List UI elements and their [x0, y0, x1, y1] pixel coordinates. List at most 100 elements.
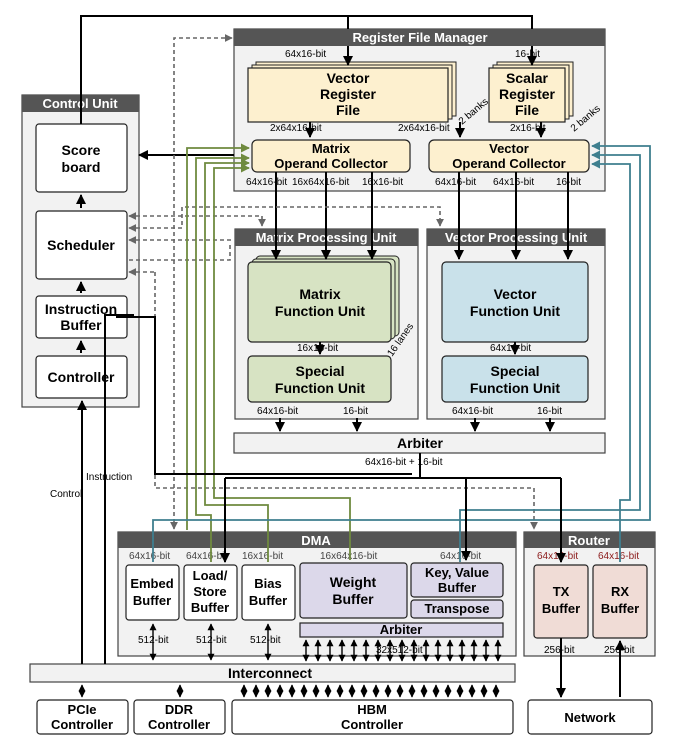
embed-label-1: Embed — [130, 576, 173, 591]
dma-arbiter-label: Arbiter — [380, 622, 423, 637]
mfu-label-1: Matrix — [299, 286, 340, 302]
transpose-label: Transpose — [424, 601, 489, 616]
hbm-label-2: Controller — [341, 717, 403, 732]
router: Router 64x16-bit 64x16-bit TX Buffer RX … — [523, 531, 656, 657]
tx-label-1: TX — [553, 584, 570, 599]
dma-arbiter-bus — [302, 639, 502, 662]
voc-out-1: 64x16-bit — [435, 177, 476, 188]
pcie-label-1: PCIe — [68, 702, 97, 717]
scalar-out-label: 2x16-bit — [510, 123, 546, 134]
ddr-label-1: DDR — [165, 702, 194, 717]
vrf-label-1: Vector — [327, 70, 370, 86]
control-unit: Control Unit Score board Scheduler Instr… — [21, 94, 140, 408]
mfu-label-2: Function Unit — [275, 303, 366, 319]
embed-label-2: Buffer — [133, 593, 171, 608]
matrix-operand-collector-box — [251, 139, 411, 173]
bias-bus-label: 512-bit — [250, 635, 281, 646]
arbiter-output-wires — [220, 453, 566, 563]
moc-out-2: 16x64x16-bit — [292, 177, 349, 188]
scheduler-label: Scheduler — [47, 237, 115, 253]
instruction-buffer-label-1: Instruction — [45, 301, 117, 317]
router-network-wires — [556, 638, 625, 698]
msfu-label-2: Function Unit — [275, 380, 366, 396]
transpose-box — [410, 599, 504, 619]
vpu-out-left: 64x16-bit — [452, 406, 493, 417]
dma-arbiter-box — [299, 622, 504, 638]
vector-sfu-box — [441, 355, 589, 403]
network-label: Network — [564, 710, 616, 725]
tx-label-2: Buffer — [542, 601, 580, 616]
scoreboard-label-1: Score — [62, 142, 101, 158]
tx-out-label: 256-bit — [544, 645, 575, 656]
hbm-controller-box — [231, 699, 514, 735]
moc-label-2: Operand Collector — [274, 156, 387, 171]
scalar-register-file-box — [488, 67, 566, 123]
vsfu-label-1: Special — [490, 363, 539, 379]
vrf-width-label: 64x16-bit — [285, 49, 326, 60]
vector-processing-unit: Vector Processing Unit Vector Function U… — [426, 228, 606, 420]
moc-label-1: Matrix — [312, 141, 351, 156]
msfu-label-1: Special — [295, 363, 344, 379]
vrf-label-2: Register — [320, 86, 377, 102]
matrix-processing-unit: Matrix Processing Unit Matrix Function U… — [234, 228, 419, 420]
rx-width: 64x16-bit — [598, 551, 639, 562]
vector-register-file-box — [247, 67, 449, 123]
pcie-controller-box — [36, 699, 129, 735]
weight-bus-label: 32x512-bit — [376, 645, 423, 656]
scoreboard-box — [35, 123, 128, 193]
weight-width: 16x64x16-bit — [320, 551, 377, 562]
embed-buffer-box — [125, 564, 180, 621]
srf-label-1: Scalar — [506, 70, 549, 86]
voc-label-2: Operand Collector — [452, 156, 565, 171]
voc-label-1: Vector — [489, 141, 529, 156]
srf-width-label: 16-bit — [515, 49, 540, 60]
moc-out-3: 16x16-bit — [362, 177, 403, 188]
voc-in-label: 2x64x16-bit — [398, 123, 450, 134]
bias-width: 16x16-bit — [242, 551, 283, 562]
key-value-buffer-box — [410, 562, 504, 598]
vpu-out-right: 16-bit — [537, 406, 562, 417]
kv-label-2: Buffer — [438, 580, 476, 595]
vfu-label-1: Vector — [494, 286, 537, 302]
instruction-signal-label: Instruction — [86, 472, 132, 483]
ddr-controller-box — [133, 699, 226, 735]
vector-function-unit-box — [441, 261, 589, 343]
moc-in-label: 2x64x16-bit — [270, 123, 322, 134]
bias-label-1: Bias — [254, 576, 281, 591]
vfu-out-label: 64x16-bit — [490, 343, 531, 354]
control-signal-label: Control — [50, 489, 82, 500]
embed-width: 64x16-bit — [129, 551, 170, 562]
hbm-label-1: HBM — [357, 702, 387, 717]
control-instruction-wires: Control Instruction — [50, 314, 412, 664]
router-title: Router — [568, 533, 610, 548]
matrix-function-unit-box — [247, 261, 392, 343]
srf-label-3: File — [515, 102, 539, 118]
weight-label-1: Weight — [330, 574, 377, 590]
arbiter: Arbiter 64x16-bit + 16-bit — [233, 418, 606, 468]
mpu-out-right: 16-bit — [343, 406, 368, 417]
srf-label-2: Register — [499, 86, 556, 102]
hbm-bus — [240, 684, 500, 698]
interconnect: Interconnect — [29, 663, 516, 683]
ls-label-2: Store — [193, 584, 226, 599]
interconnect-box — [29, 663, 516, 683]
rx-label-2: Buffer — [601, 601, 639, 616]
pcie-label-2: Controller — [51, 717, 113, 732]
weight-buffer-box — [299, 562, 408, 619]
vsfu-label-2: Function Unit — [470, 380, 561, 396]
green-dma-to-moc — [186, 143, 351, 562]
teal-to-voc — [152, 141, 651, 562]
tx-width: 64x16-bit — [537, 551, 578, 562]
scoreboard-label-2: board — [62, 159, 101, 175]
network-box — [527, 699, 653, 735]
interconnect-label: Interconnect — [228, 665, 312, 681]
dma: DMA 64x16-bit 64x16-bit 16x16-bit 16x64x… — [117, 531, 517, 661]
matrix-sfu-box — [247, 355, 392, 403]
scheduler-box — [35, 210, 128, 280]
arbiter-out-label: 64x16-bit + 16-bit — [365, 457, 443, 468]
weight-label-2: Buffer — [332, 591, 374, 607]
rx-buffer-box — [592, 564, 648, 639]
voc-out-2: 64x16-bit — [493, 177, 534, 188]
vector-operand-collector-box — [428, 139, 590, 173]
